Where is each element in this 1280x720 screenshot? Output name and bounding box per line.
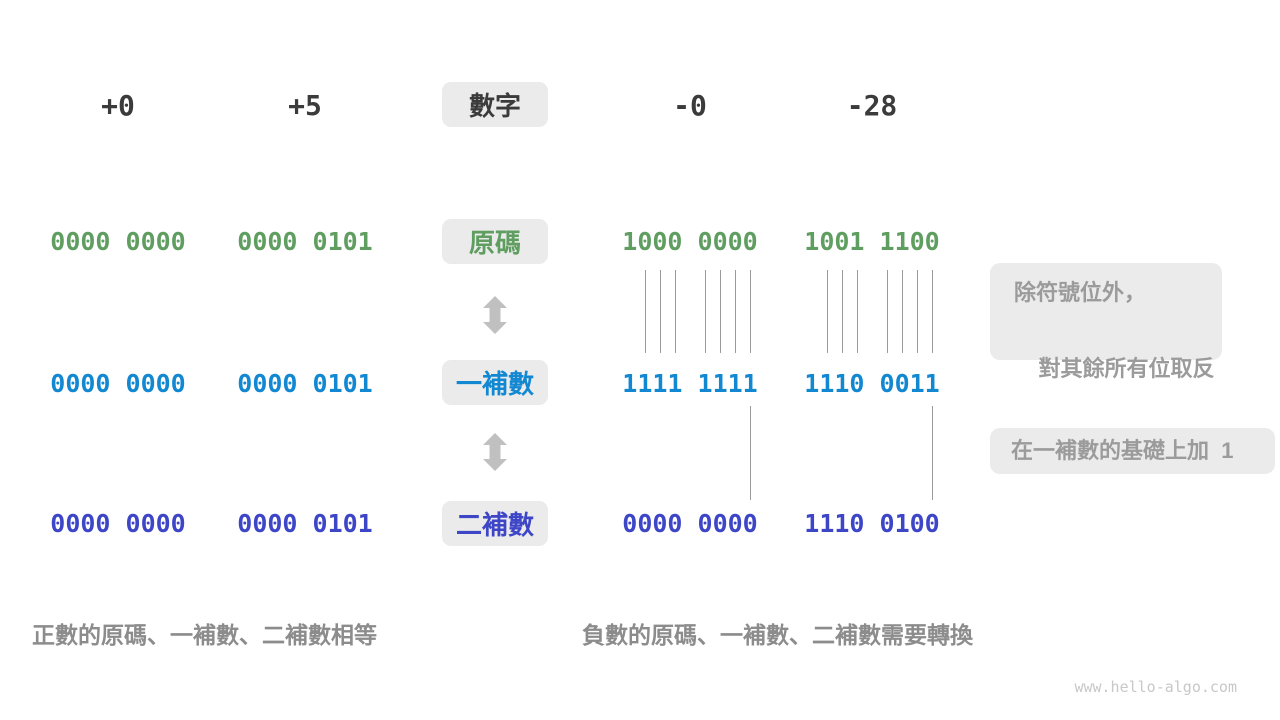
invert-bits-note-line2: 對其餘所有位取反: [1038, 356, 1215, 381]
add-one-note-line1: 在一補數的基礎上加 1: [1011, 438, 1234, 463]
bit-connector-line: [857, 270, 858, 353]
ones-complement-value: 0000 0101: [237, 369, 373, 398]
sign-magnitude-value: 1001 1100: [804, 227, 940, 256]
bit-connector-line: [932, 270, 933, 353]
number-badge: 數字: [442, 82, 548, 127]
twos-complement-value: 0000 0101: [237, 509, 373, 538]
up-down-arrow-icon: [483, 296, 507, 334]
twos-complement-value: 1110 0100: [804, 509, 940, 538]
decimal-value-minus28: -28: [846, 89, 898, 122]
bit-connector-line: [750, 406, 751, 500]
invert-bits-note-line1: 除符號位外，: [1014, 280, 1147, 305]
bit-connector-line: [675, 270, 676, 353]
decimal-value-plus5: +5: [288, 89, 322, 122]
bit-connector-line: [902, 270, 903, 353]
bit-connector-line: [735, 270, 736, 353]
bit-connector-line: [887, 270, 888, 353]
caption-negative: 負數的原碼、一補數、二補數需要轉換: [582, 622, 973, 648]
watermark: www.hello-algo.com: [1074, 678, 1237, 696]
caption-positive: 正數的原碼、一補數、二補數相等: [32, 622, 377, 648]
twos-complement-value: 0000 0000: [622, 509, 758, 538]
sign-magnitude-badge: 原碼: [442, 219, 548, 264]
bit-connector-line: [917, 270, 918, 353]
decimal-value-minus0: -0: [673, 89, 707, 122]
bit-connector-line: [932, 406, 933, 500]
sign-magnitude-value: 0000 0000: [50, 227, 186, 256]
bit-connector-line: [750, 270, 751, 353]
add-one-note: 在一補數的基礎上加 1: [990, 428, 1275, 474]
ones-complement-badge: 一補數: [442, 360, 548, 405]
bit-connector-line: [705, 270, 706, 353]
ones-complement-value: 1110 0011: [804, 369, 940, 398]
ones-complement-value: 0000 0000: [50, 369, 186, 398]
bit-connector-line: [842, 270, 843, 353]
decimal-value-plus0: +0: [101, 89, 135, 122]
twos-complement-value: 0000 0000: [50, 509, 186, 538]
twos-complement-badge: 二補數: [442, 501, 548, 546]
invert-bits-note: 除符號位外， 對其餘所有位取反: [990, 263, 1222, 381]
bit-connector-line: [660, 270, 661, 353]
bit-connector-line: [827, 270, 828, 353]
ones-complement-value: 1111 1111: [622, 369, 758, 398]
sign-magnitude-value: 0000 0101: [237, 227, 373, 256]
sign-magnitude-value: 1000 0000: [622, 227, 758, 256]
bit-connector-line: [720, 270, 721, 353]
up-down-arrow-icon: [483, 433, 507, 471]
bit-connector-line: [645, 270, 646, 353]
